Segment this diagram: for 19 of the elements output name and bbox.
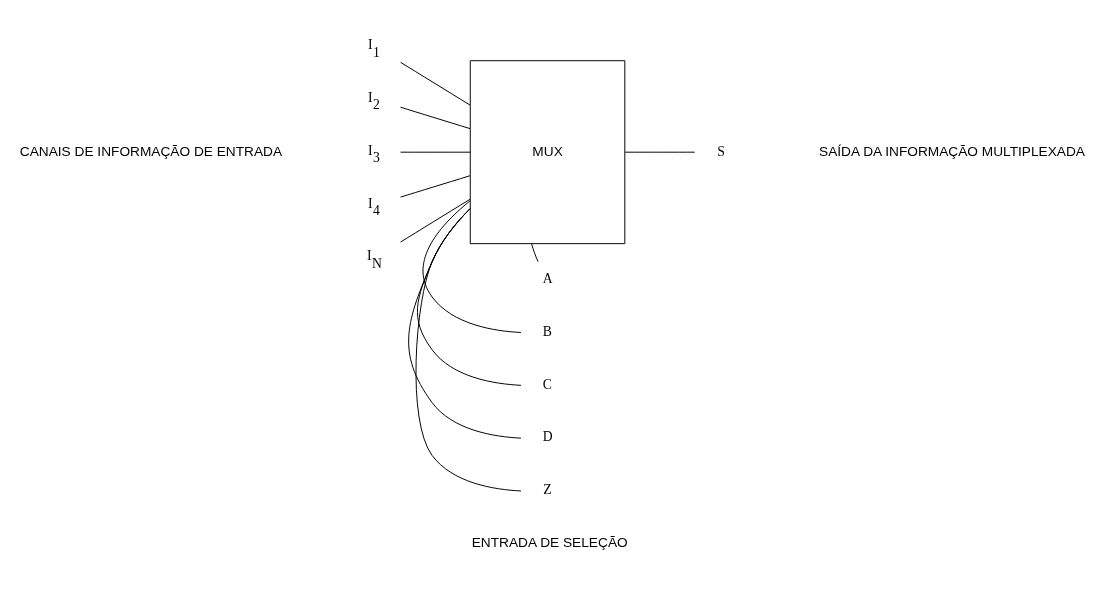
connector xyxy=(400,106,471,130)
node-text: D xyxy=(542,429,553,445)
node-text: S xyxy=(717,143,725,159)
connector xyxy=(531,243,539,263)
connector xyxy=(400,175,471,198)
node-text: Z xyxy=(543,482,552,498)
label: SAÍDA DA INFORMAÇÃO MULTIPLEXADA xyxy=(819,143,1085,159)
connector xyxy=(400,198,471,243)
node-text: C xyxy=(542,376,552,392)
connector xyxy=(400,151,471,153)
node-text: B xyxy=(542,323,552,339)
node-text: A xyxy=(542,270,553,286)
connector xyxy=(624,151,696,153)
label: CANAIS DE INFORMAÇÃO DE ENTRADA xyxy=(19,143,283,159)
label: ENTRADA DE SELEÇÃO xyxy=(471,535,628,551)
connector xyxy=(415,208,522,492)
connector xyxy=(422,200,522,333)
connector xyxy=(400,61,471,106)
node-box: MUX xyxy=(469,60,626,245)
